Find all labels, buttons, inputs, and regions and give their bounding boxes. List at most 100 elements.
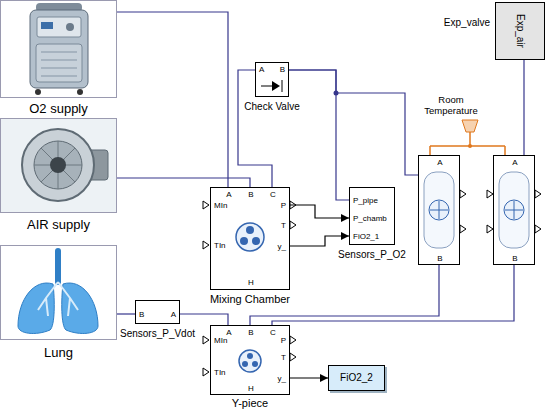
port-label: y_ — [278, 374, 286, 383]
port-label: A — [437, 158, 442, 167]
image-ground — [1, 119, 116, 212]
wheel — [77, 89, 83, 95]
pipe-icon — [424, 172, 529, 248]
port-label: B — [248, 190, 253, 199]
block-name: AIR supply — [27, 218, 90, 233]
oxygen-concentrator-illustration — [1, 1, 116, 97]
block-name: Check Valve — [244, 101, 299, 113]
block-name: O2 supply — [29, 102, 88, 117]
y-piece-icon — [239, 350, 261, 372]
check-valve-symbol — [261, 80, 282, 92]
connector-layer — [117, 12, 524, 378]
port-label: TIn — [214, 368, 226, 377]
port-label: H — [248, 278, 254, 287]
thermal-reference — [430, 120, 505, 155]
block-name: Lung — [44, 346, 73, 361]
scope-block: FiO2_2 — [328, 365, 385, 391]
output-port — [460, 225, 466, 233]
physical-connection — [272, 265, 514, 325]
air-supply-image: AIR supply — [0, 118, 117, 213]
output-port — [290, 336, 296, 344]
display — [41, 22, 53, 29]
junction-dot — [468, 144, 472, 148]
impeller — [34, 141, 82, 189]
room-temperature-symbol — [462, 120, 478, 132]
port-triangles — [203, 190, 541, 376]
port-label: P_chamb — [353, 214, 387, 223]
output-port — [290, 221, 296, 229]
port-label: C — [270, 328, 276, 337]
port-label: A — [226, 328, 231, 337]
image-ground — [1, 246, 116, 339]
fan-ring — [429, 200, 449, 220]
left-lung — [18, 283, 54, 333]
port-label: B — [437, 254, 442, 263]
block-label: Exp_air — [514, 14, 526, 48]
physical-connection — [180, 314, 228, 325]
air-blower-illustration — [1, 119, 116, 212]
vents — [41, 52, 77, 76]
block-label: FiO2_2 — [340, 372, 373, 384]
signal-line — [290, 205, 349, 218]
input-port — [203, 368, 209, 376]
pipe-body — [499, 172, 529, 248]
icon-ring — [239, 350, 261, 372]
icon-dot — [252, 237, 260, 245]
icon-dot — [252, 361, 258, 367]
port-label: MIn — [214, 336, 227, 345]
port-label: TIn — [214, 241, 226, 250]
control-panel — [37, 17, 81, 37]
pipe-block: AB — [418, 155, 460, 265]
trachea — [55, 251, 61, 282]
icon-dot — [242, 361, 248, 367]
oxygen-supply-image: O2 supply — [0, 0, 117, 98]
port-label: T — [281, 221, 286, 230]
icon-dot — [246, 226, 254, 234]
block-name: Exp_valve — [444, 17, 490, 29]
block-name: Mixing Chamber — [210, 293, 290, 306]
sensor-subsystem: Sensors_P_VdotBA — [135, 300, 180, 324]
subsystem-block: Exp_air — [495, 2, 545, 60]
port-label: FiO2_1 — [353, 232, 379, 241]
y-piece-block: Y-pieceABCMInTInPTy_H — [210, 325, 290, 395]
port-label: B — [512, 254, 517, 263]
sensor-subsystem: Sensors_P_O2P_pipeP_chambFiO2_1 — [349, 187, 395, 245]
port-label: H — [248, 384, 254, 393]
output-port — [460, 190, 466, 198]
knob — [66, 23, 74, 31]
pipe-body — [424, 172, 454, 248]
port-label: A — [226, 190, 231, 199]
lung-illustration — [1, 246, 116, 339]
physical-connection — [523, 60, 524, 155]
physical-connection — [117, 12, 228, 187]
thermal-wire — [430, 132, 505, 155]
right-lung — [62, 283, 98, 333]
output-port — [290, 353, 296, 361]
port-label: B — [280, 65, 285, 74]
port-label: B — [248, 328, 253, 337]
port-label: P — [281, 201, 286, 210]
port-label: B — [139, 310, 144, 319]
physical-connection — [289, 70, 418, 175]
port-label: P — [281, 336, 286, 345]
input-port — [203, 336, 209, 344]
port-label: T — [281, 353, 286, 362]
input-port — [203, 241, 209, 249]
thermal-reference-label: Room Temperature — [418, 95, 484, 117]
fan-blades — [430, 201, 448, 219]
port-label: A — [171, 310, 176, 319]
icon-dot — [240, 237, 248, 245]
front-panel — [36, 44, 82, 82]
output-port — [535, 225, 541, 233]
blower-housing — [22, 129, 94, 201]
impeller-blades — [34, 141, 82, 189]
icon-dot — [247, 353, 253, 359]
housing — [30, 10, 88, 88]
port-label: MIn — [214, 201, 227, 210]
port-label: A — [512, 158, 517, 167]
check-valve-block: Check ValveAB — [255, 62, 289, 97]
fan-blades — [505, 201, 523, 219]
physical-connection — [117, 313, 135, 314]
chamber-icon — [236, 223, 264, 251]
